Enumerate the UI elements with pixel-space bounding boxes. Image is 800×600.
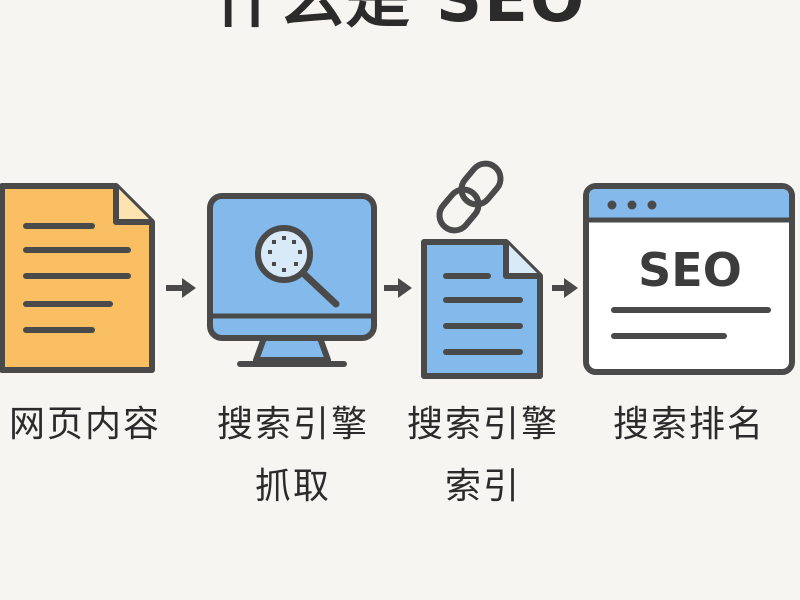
step-label-index: 搜索引擎 索引 xyxy=(388,401,578,511)
browser-window-icon: SEO xyxy=(583,183,795,375)
label-line: 抓取 xyxy=(254,466,331,507)
seo-screen-text: SEO xyxy=(638,243,742,297)
document-icon xyxy=(0,183,155,373)
step-label-web-content: 网页内容 xyxy=(0,401,170,449)
link-icon xyxy=(436,160,504,234)
label-line: 搜索排名 xyxy=(612,404,765,445)
label-line: 网页内容 xyxy=(8,404,161,445)
step-label-crawl: 搜索引擎 抓取 xyxy=(198,401,388,511)
arrow-icon xyxy=(166,278,196,298)
page-title: 什么是 SEO xyxy=(213,0,587,37)
label-line: 搜索引擎 xyxy=(216,404,369,445)
arrow-icon xyxy=(384,278,412,298)
label-line: 搜索引擎 xyxy=(406,404,559,445)
label-line: 索引 xyxy=(444,466,521,507)
monitor-magnifier-icon xyxy=(207,193,377,367)
document-link-icon xyxy=(421,239,543,379)
step-label-ranking: 搜索排名 xyxy=(594,401,784,449)
arrow-icon xyxy=(552,278,578,298)
